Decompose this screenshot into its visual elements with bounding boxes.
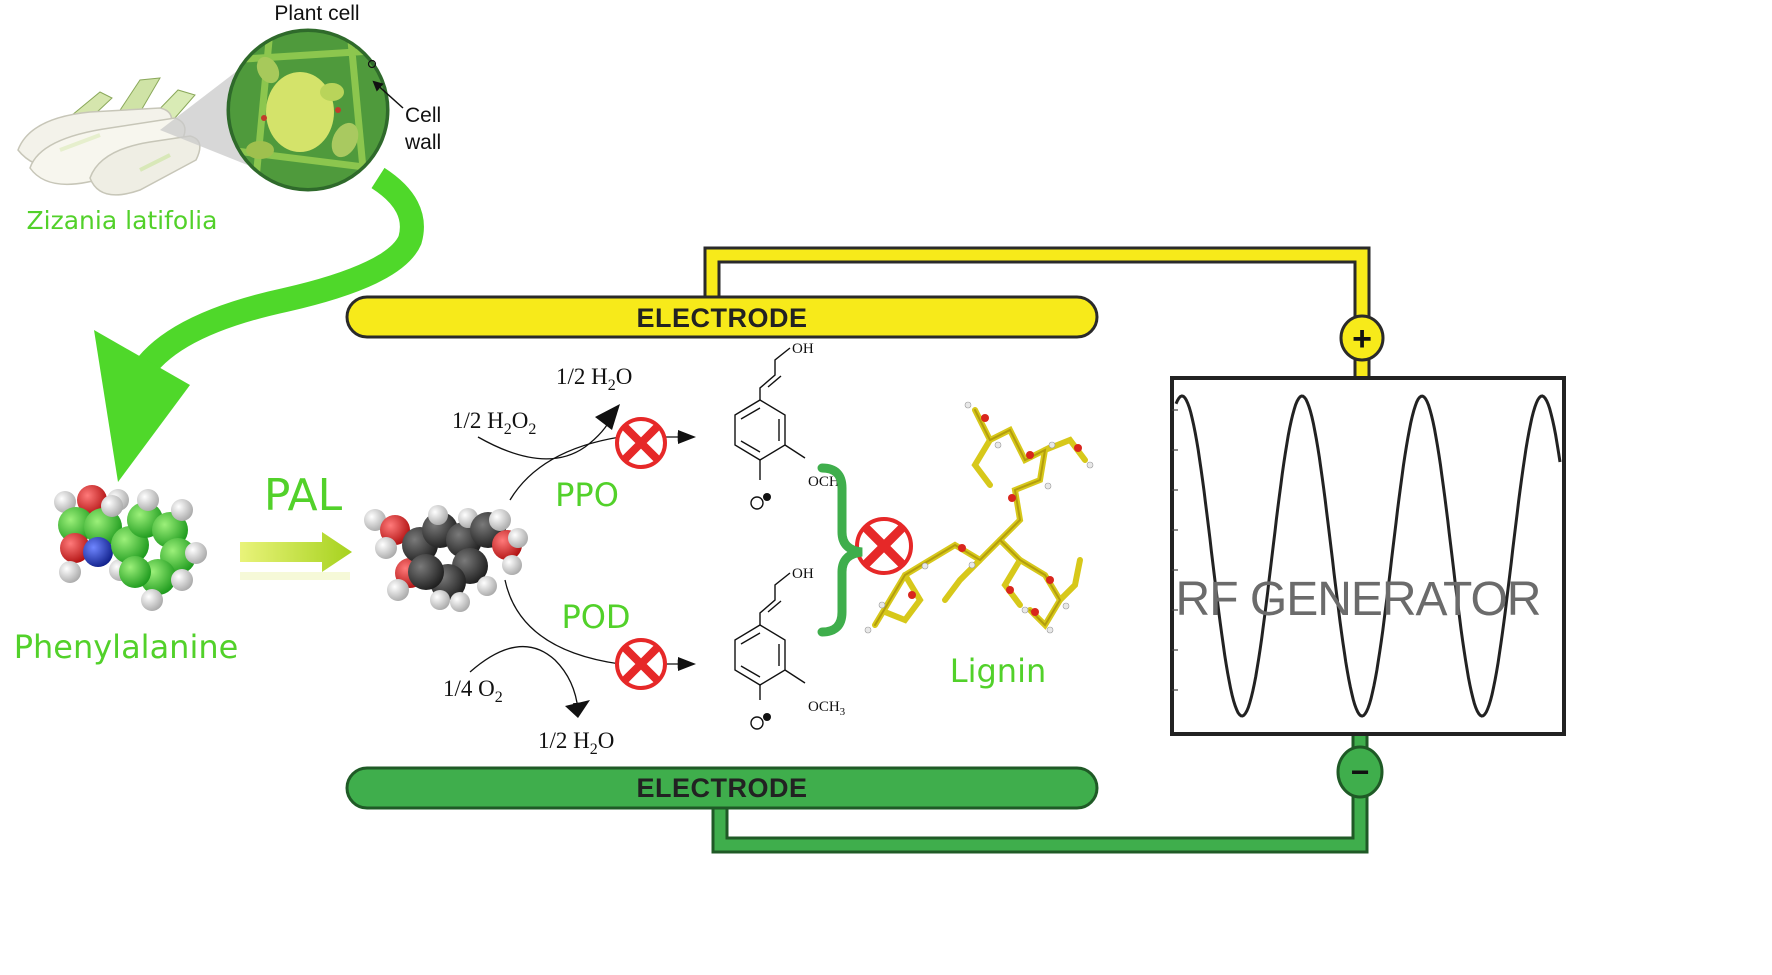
cinnamic-molecule-icon (364, 505, 528, 612)
plus-sign: + (1352, 320, 1372, 358)
bottom-radical-oxygen (750, 713, 771, 730)
bottom-h2o-label: 1/2 H2O (538, 728, 614, 758)
inhibit-x-icon-pod (615, 638, 667, 690)
bottom-oh-label: OH (792, 566, 814, 582)
big-green-arrow (94, 167, 424, 482)
top-h2o-label: 1/2 H2O (556, 364, 632, 394)
rf-generator: RF GENERATOR (1170, 376, 1566, 736)
top-electrode-label: ELECTRODE (636, 303, 807, 333)
bottom-electrode-label: ELECTRODE (636, 773, 807, 803)
lignin-label: Lignin (950, 652, 1046, 690)
bottom-electrode: ELECTRODE (345, 766, 1099, 810)
negative-terminal: − (1336, 745, 1384, 799)
inhibit-x-icon-ppo (615, 417, 667, 469)
minus-sign: − (1351, 754, 1370, 790)
structure-bottom (734, 572, 806, 700)
lignin-molecule-icon (864, 401, 1094, 634)
rf-ticks (1172, 409, 1178, 691)
structure-top (734, 347, 806, 480)
bottom-och3-label: OCH3 (808, 699, 846, 718)
phenylalanine-molecule-icon (54, 485, 207, 611)
plant-cell-label: Plant cell (274, 2, 359, 25)
top-electrode: ELECTRODE (345, 295, 1099, 339)
inhibit-x-icon-lignin (855, 517, 913, 575)
green-brace (817, 463, 863, 637)
cell-wall-label-line1: Cell (405, 104, 441, 127)
zizania-plant-icon (17, 77, 201, 196)
top-radical-oxygen (750, 493, 771, 510)
pal-arrow (240, 532, 352, 580)
rf-generator-label: RF GENERATOR (1176, 573, 1541, 626)
ppo-label: PPO (555, 476, 619, 514)
reaction-arrows (469, 414, 687, 712)
cell-wall-label-line2: wall (404, 131, 441, 154)
bottom-o2-label: 1/4 O2 (443, 676, 503, 706)
top-h2o2-label: 1/2 H2O2 (452, 408, 536, 438)
arrow-tips (565, 404, 696, 718)
cell-wall-pointer (372, 80, 404, 109)
positive-terminal: + (1339, 314, 1385, 362)
pal-label: PAL (264, 470, 343, 521)
rf-sine-wave (1174, 394, 1562, 718)
plant-cell-icon (226, 28, 390, 192)
phenylalanine-label: Phenylalanine (14, 628, 239, 666)
zizania-label: Zizania latifolia (27, 206, 218, 235)
pod-label: POD (561, 598, 630, 636)
top-oh-label: OH (792, 341, 814, 357)
